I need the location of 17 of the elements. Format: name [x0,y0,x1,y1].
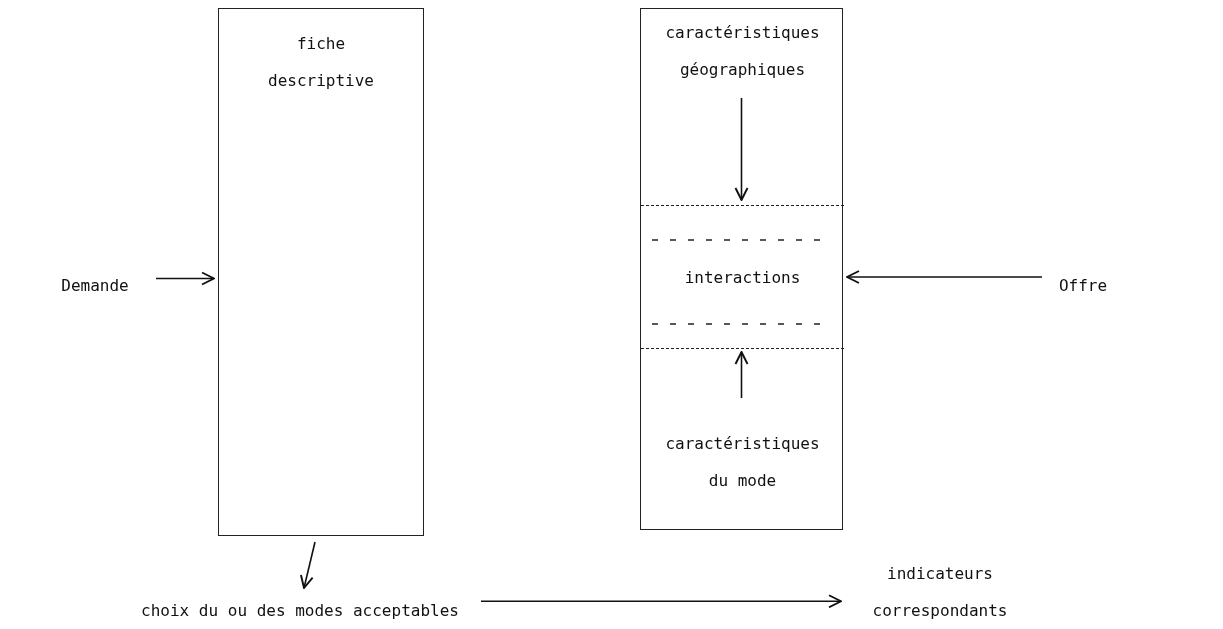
process-box [218,8,424,536]
text-label: Demande [61,274,129,297]
text-label: caractéristiques géographiques [664,22,821,81]
text-label: choix du ou des modes acceptables [141,600,459,622]
process-box [640,8,843,530]
box-label: interactions [684,266,801,289]
box-label: fiche descriptive [267,33,375,92]
arrow [480,594,842,609]
arrow [734,97,749,201]
arrow [300,541,316,589]
text-label: caractéristiques du mode [664,433,821,492]
dashed-band [641,205,844,349]
text-label: Offre [1058,274,1108,297]
arrow [734,351,749,399]
text-label: indicateurs correspondants [871,563,1009,622]
arrow [846,270,1043,284]
arrow [155,271,215,286]
